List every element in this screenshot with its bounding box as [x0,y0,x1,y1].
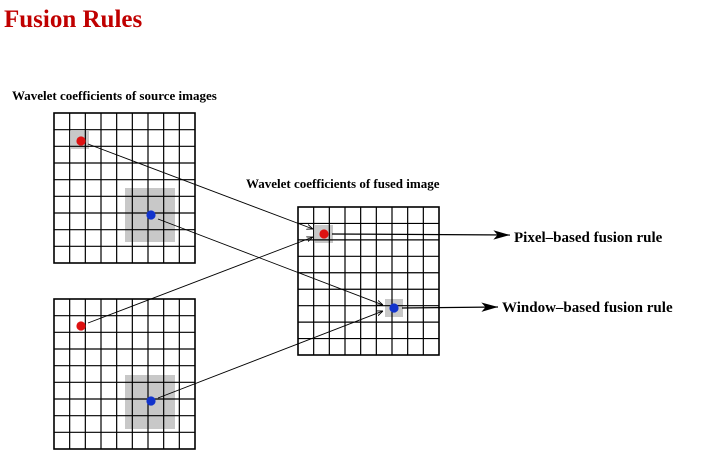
window-coefficient-dot [146,396,156,406]
connector-src2-pixel [87,237,313,324]
window-coefficient-dot [146,210,156,220]
pixel-rule-label: Pixel–based fusion rule [514,230,663,246]
source-images-label: Wavelet coefficients of source images [12,88,217,103]
connector-src1-pixel [87,143,313,229]
grid-frame [53,112,196,264]
fused-grid [297,206,440,356]
fused-pixel-dot [319,229,329,239]
page-title: Fusion Rules [4,6,143,33]
pixel-rule-arrow [331,230,511,240]
source-grid-1 [53,112,196,264]
window-rule-arrow [401,302,499,312]
grid-frame [297,206,440,356]
pixel-coefficient-dot [76,136,86,146]
connector-src1-window [157,218,383,305]
pixel-coefficient-dot [76,321,86,331]
fused-image-label: Wavelet coefficients of fused image [246,176,440,191]
grid-frame [53,298,196,450]
fused-window-dot [389,303,399,313]
window-rule-label: Window–based fusion rule [502,300,673,316]
source-grid-2 [53,298,196,450]
connector-src2-window [157,311,383,399]
